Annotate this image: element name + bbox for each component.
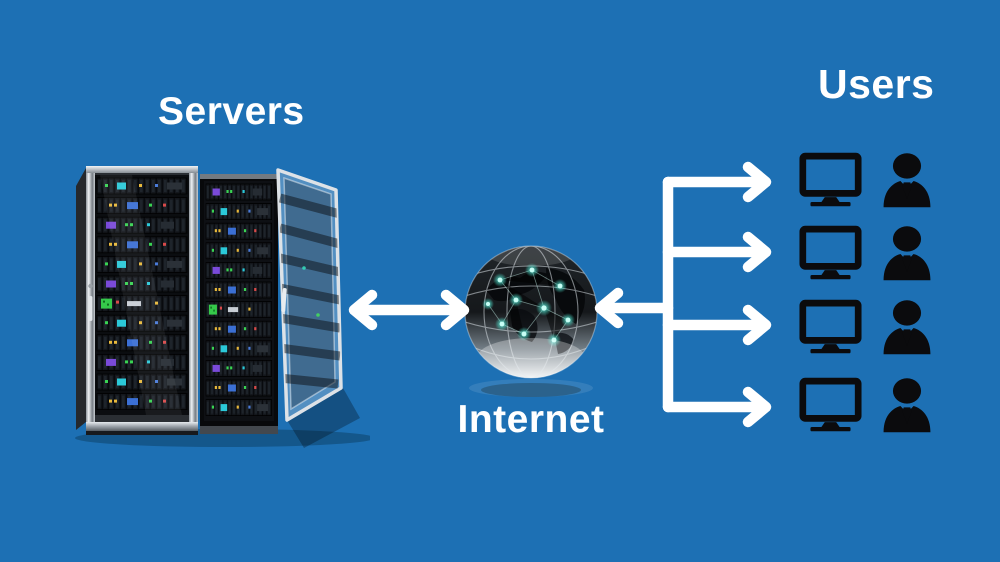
user-row — [799, 224, 937, 282]
globe-grid — [465, 246, 597, 378]
server-rack-icon — [75, 166, 370, 448]
rack-cabinet-middle — [200, 174, 278, 434]
monitor-icon — [799, 152, 862, 207]
arrow-branch-4 — [662, 386, 772, 428]
arrow-servers-internet — [348, 289, 470, 331]
user-row — [799, 151, 937, 209]
user-icon — [883, 300, 931, 355]
users-label: Users — [818, 61, 935, 107]
arrow-branch-3 — [662, 304, 772, 346]
arrow-branch-2 — [662, 231, 772, 273]
user-icon — [883, 378, 931, 433]
globe-nodes — [482, 263, 575, 347]
arrow-branch-1 — [662, 161, 772, 203]
servers-label: Servers — [158, 90, 305, 133]
user-row — [799, 376, 937, 434]
user-icon — [883, 153, 931, 208]
user-row — [799, 298, 937, 356]
globe-icon — [464, 245, 598, 397]
internet-label: Internet — [457, 398, 605, 441]
rack-open-door — [276, 168, 360, 448]
monitor-icon — [799, 225, 862, 280]
arrow-internet-from-users — [594, 287, 674, 329]
monitor-icon — [799, 377, 862, 432]
monitor-icon — [799, 299, 862, 354]
globe-shadow — [481, 383, 581, 397]
user-icon — [883, 226, 931, 281]
rack-cabinet-left — [76, 166, 198, 435]
